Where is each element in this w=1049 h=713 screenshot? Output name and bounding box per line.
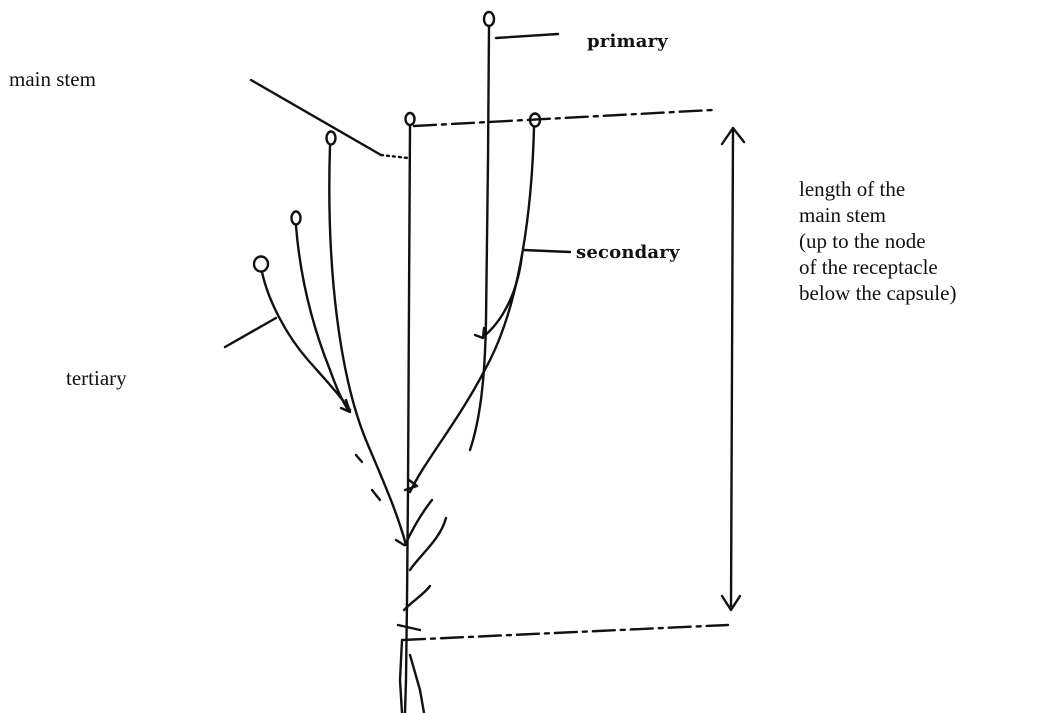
- length-line-2: main stem: [799, 203, 886, 227]
- length-line-4: of the receptacle: [799, 255, 938, 279]
- length-arrow-head-bottom: [720, 594, 742, 612]
- lower-side-shoot-3: [402, 584, 432, 612]
- leaf-tick-3: [370, 488, 382, 502]
- tertiary-mid-capsule: [290, 210, 302, 226]
- leaf-tick-4: [403, 478, 419, 492]
- tertiary-branch-mid: [294, 224, 350, 412]
- tertiary-outer-capsule: [252, 255, 270, 273]
- secondary-branch-line: [408, 125, 536, 494]
- tertiary-label: tertiary: [66, 366, 127, 390]
- top-reference-line: [412, 108, 714, 128]
- primary-label: primary: [587, 31, 668, 52]
- secondary-leader-line: [521, 248, 572, 254]
- lower-side-shoot-2: [408, 516, 448, 572]
- leaf-tick-5: [473, 326, 486, 340]
- tertiary-branch-outer: [260, 270, 352, 412]
- primary-capsule: [482, 10, 496, 28]
- length-description: length of the main stem (up to the node …: [799, 176, 956, 306]
- tertiary-leader-line: [223, 316, 278, 349]
- length-line-1: length of the: [799, 177, 906, 201]
- stem-base-strand-left: [398, 638, 404, 713]
- primary-leader-line: [494, 32, 560, 40]
- leaf-tick-6: [394, 538, 406, 547]
- main-stem-label: main stem: [9, 67, 96, 91]
- leaf-tick-1: [339, 398, 352, 414]
- main-stem-line: [403, 124, 412, 713]
- stem-base-strand-right: [408, 653, 426, 713]
- length-line-3: (up to the node: [799, 229, 926, 253]
- main-stem-leader-dotted: [379, 153, 410, 160]
- length-line-5: below the capsule): [799, 281, 957, 305]
- leaf-tick-2: [354, 453, 364, 464]
- left-branch-capsule: [325, 130, 337, 146]
- secondary-offshoot: [481, 253, 524, 339]
- primary-branch-line: [468, 24, 491, 452]
- length-arrow-head-top: [720, 126, 746, 146]
- left-branch-long: [328, 144, 408, 547]
- lower-side-shoot-4: [396, 623, 422, 632]
- main-stem-capsule: [404, 111, 416, 127]
- bottom-reference-line: [401, 623, 730, 642]
- main-stem-leader-line: [249, 78, 383, 157]
- secondary-label: secondary: [576, 242, 680, 263]
- length-arrow-line: [729, 126, 735, 608]
- lower-side-shoot-1: [403, 498, 434, 547]
